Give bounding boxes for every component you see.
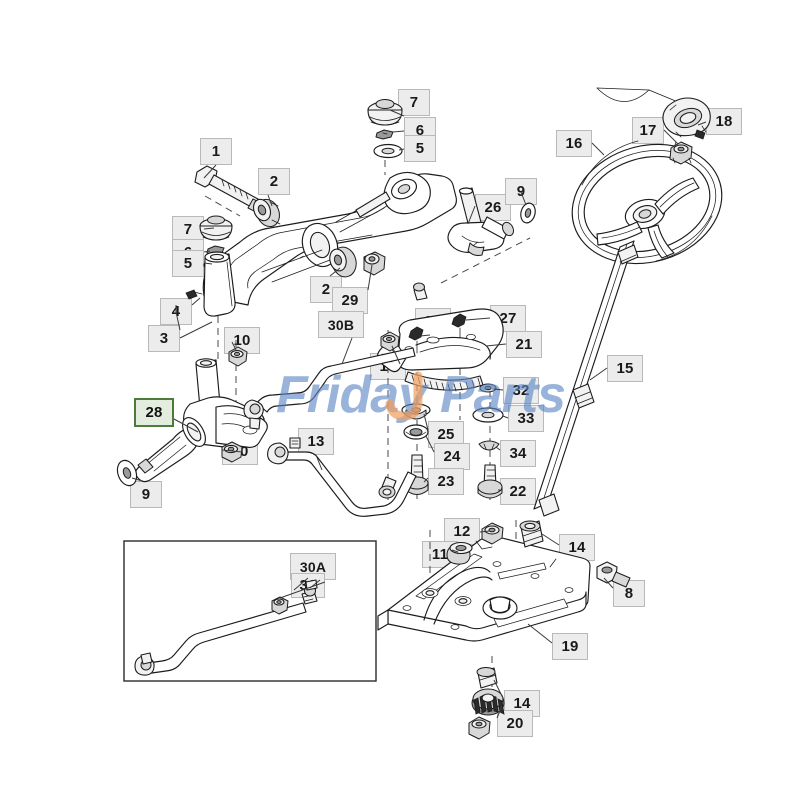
callout-3[interactable]: 3 [148, 325, 180, 352]
callout-8[interactable]: 8 [613, 580, 645, 607]
part-3-left-spindle-tower [203, 251, 236, 317]
callout-33[interactable]: 33 [508, 405, 544, 432]
callout-16[interactable]: 16 [556, 130, 592, 157]
callout-20[interactable]: 20 [497, 710, 533, 737]
callout-5[interactable]: 5 [172, 250, 204, 277]
callout-2[interactable]: 2 [258, 168, 290, 195]
callout-9[interactable]: 9 [505, 178, 537, 205]
part-27a-pin [408, 326, 424, 354]
part-2a-bushing [252, 198, 281, 228]
front-axle-beam [202, 171, 457, 306]
part-13-drag-link [267, 437, 417, 517]
part-2b-bushing [329, 246, 357, 278]
part-9a-washer [520, 202, 536, 224]
part-17-retaining-nut [669, 141, 693, 165]
part-14b-bearing [476, 667, 498, 689]
part-33-washer [472, 407, 504, 423]
callout-23[interactable]: 23 [428, 468, 464, 495]
callout-24[interactable]: 24 [434, 443, 470, 470]
callout-30b[interactable]: 30B [318, 311, 364, 338]
part-20-pinion-gear [471, 688, 505, 716]
part-7a-bushing-upper [367, 99, 403, 126]
inset-detail-box [123, 540, 377, 682]
part-32-washer [479, 383, 497, 393]
part-10a-nut [228, 346, 248, 367]
part-4-grease-fitting [185, 289, 203, 300]
callout-9[interactable]: 9 [130, 481, 162, 508]
part-30b-tie-rod [243, 282, 428, 430]
part-8-bolt [596, 561, 631, 588]
callout-32[interactable]: 32 [503, 377, 539, 404]
part-14a-bearing [519, 520, 544, 548]
part-5a-washer [373, 143, 403, 159]
callout-7[interactable]: 7 [398, 89, 430, 116]
part-28-left-spindle [135, 358, 268, 483]
callout-17[interactable]: 17 [632, 117, 664, 144]
callout-34[interactable]: 34 [500, 440, 536, 467]
callout-1[interactable]: 1 [200, 138, 232, 165]
part-34-clip [478, 440, 500, 451]
part-19-support-plate [377, 535, 591, 642]
part-9b-washer [116, 459, 138, 487]
part-20-lower-nut [468, 716, 491, 740]
callout-12[interactable]: 12 [444, 518, 480, 545]
callout-5[interactable]: 5 [404, 135, 436, 162]
callout-19[interactable]: 19 [552, 633, 588, 660]
callout-15[interactable]: 15 [607, 355, 643, 382]
part-16-steering-wheel [571, 140, 723, 265]
callout-29[interactable]: 29 [332, 287, 368, 314]
part-15-steering-column-shaft [533, 240, 639, 517]
callout-21[interactable]: 21 [506, 331, 542, 358]
part-22-bolt [477, 464, 503, 499]
part-29-bushing [363, 251, 386, 276]
part-12-nut [481, 522, 504, 545]
part-24-washer [403, 424, 429, 440]
callout-28-highlighted[interactable]: 28 [134, 398, 174, 427]
callout-18[interactable]: 18 [706, 108, 742, 135]
part-27b-pin [451, 313, 467, 339]
part-6a-washer [375, 129, 394, 140]
part-26-right-spindle [447, 187, 515, 256]
part-10b-nut [380, 331, 400, 352]
callout-22[interactable]: 22 [500, 478, 536, 505]
callout-10[interactable]: 10 [224, 327, 260, 354]
part-18-steering-wheel-cap [596, 87, 711, 140]
part-7b-bushing-lower [199, 215, 233, 241]
